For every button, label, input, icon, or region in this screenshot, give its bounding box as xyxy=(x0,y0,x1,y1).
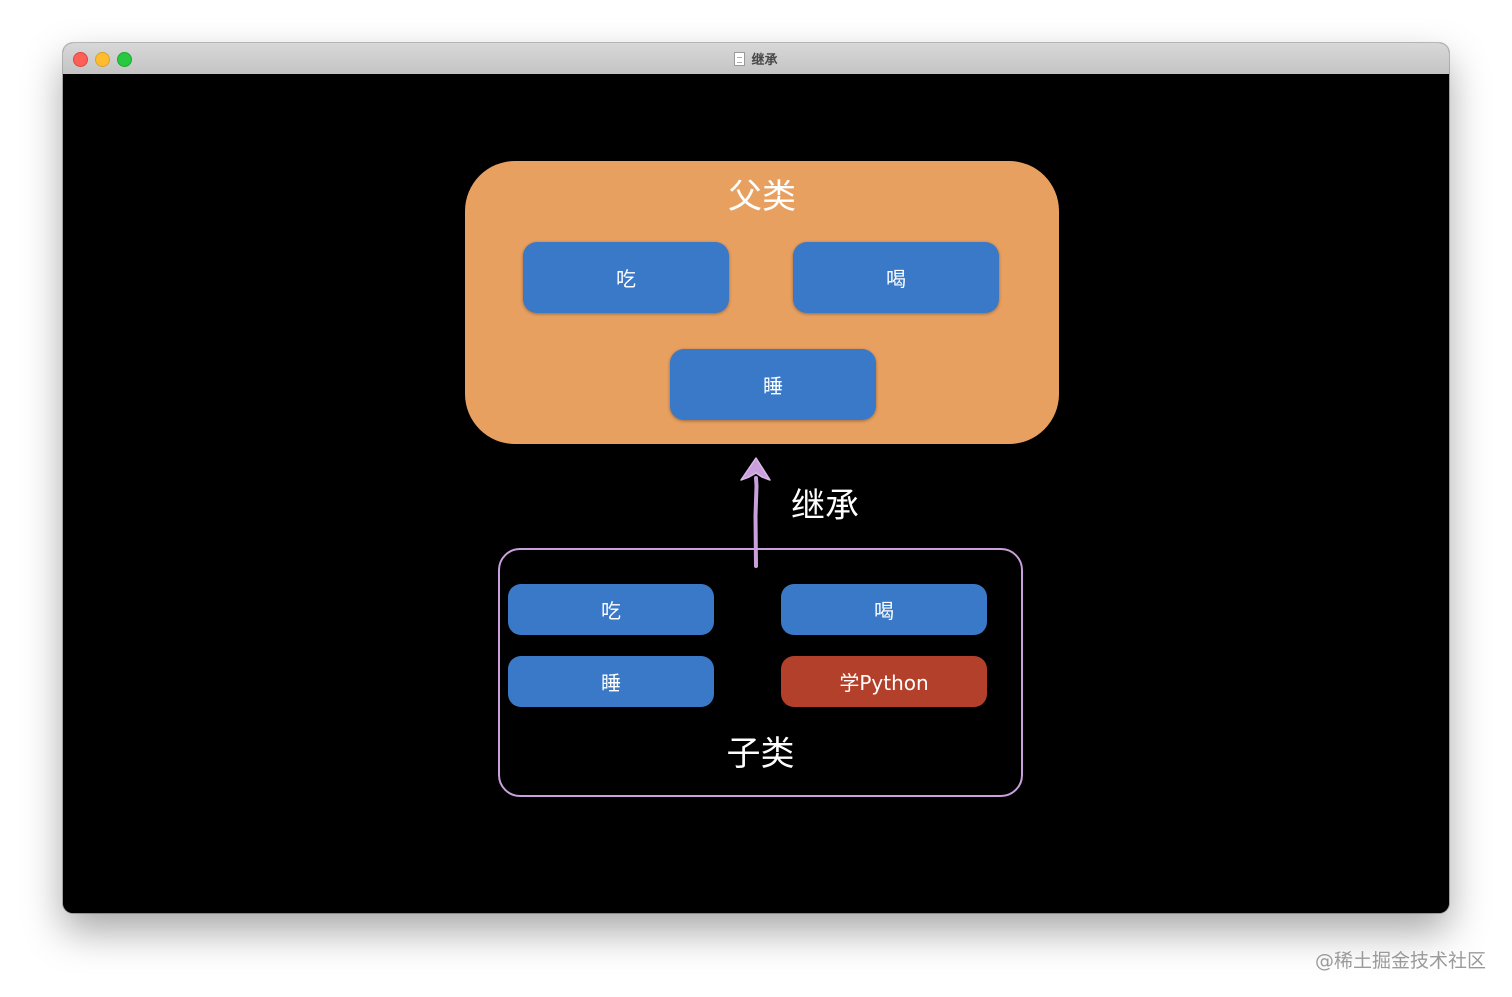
arrow-shaft xyxy=(753,476,759,568)
zoom-window-button[interactable] xyxy=(117,52,132,67)
window-title: 继承 xyxy=(751,53,778,68)
app-window: 继承 父类 吃 喝 睡 继承 吃 喝 睡 学Python xyxy=(63,43,1449,913)
title-group: 继承 xyxy=(63,43,1449,74)
diagram-canvas: 父类 吃 喝 睡 继承 吃 喝 睡 学Python 子类 xyxy=(63,74,1449,913)
parent-method-eat: 吃 xyxy=(523,242,729,313)
inheritance-arrow xyxy=(740,457,771,568)
child-class-title: 子类 xyxy=(726,734,795,774)
document-icon xyxy=(734,51,746,66)
minimize-window-button[interactable] xyxy=(95,52,110,67)
child-method-learn-python: 学Python xyxy=(781,656,987,707)
child-method-sleep: 睡 xyxy=(508,656,714,707)
child-class-box: 吃 喝 睡 学Python 子类 xyxy=(498,548,1023,797)
watermark: @稀土掘金技术社区 xyxy=(1314,950,1486,972)
child-method-drink: 喝 xyxy=(781,584,987,635)
arrow-head xyxy=(740,457,771,481)
parent-class-box: 父类 吃 喝 睡 xyxy=(465,161,1059,444)
child-method-eat: 吃 xyxy=(508,584,714,635)
parent-class-title: 父类 xyxy=(728,177,796,217)
title-bar[interactable]: 继承 xyxy=(63,43,1449,75)
close-window-button[interactable] xyxy=(73,52,88,67)
parent-method-drink: 喝 xyxy=(793,242,999,313)
inheritance-label: 继承 xyxy=(791,486,859,526)
parent-method-sleep: 睡 xyxy=(670,349,876,420)
